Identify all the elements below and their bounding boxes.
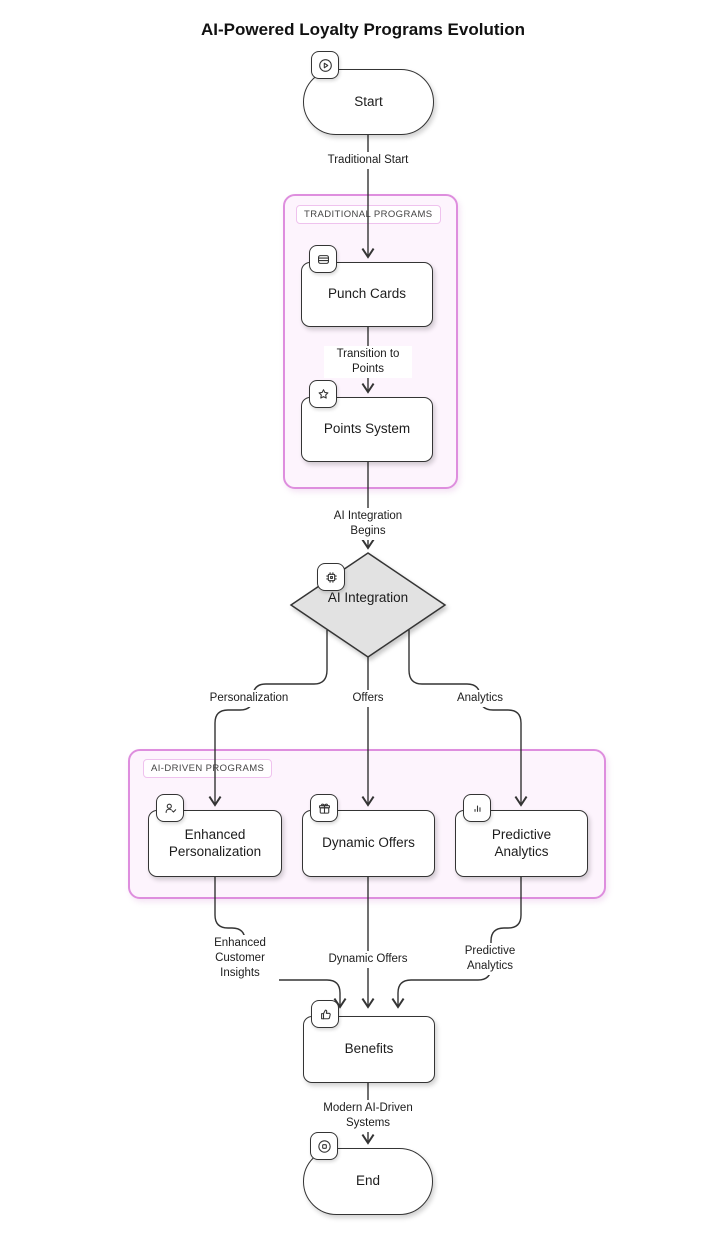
edge-label-modern-ai-driven-systems: Modern AI-Driven Systems <box>318 1100 418 1132</box>
thumbs-up-icon <box>311 1000 339 1028</box>
node-predictive-analytics-label: Predictive Analytics <box>491 826 552 859</box>
edge-label-offers: Offers <box>349 690 387 707</box>
edge-label-dynamic-offers: Dynamic Offers <box>325 951 411 968</box>
container-ai-driven-programs-label: AI-DRIVEN PROGRAMS <box>143 759 273 778</box>
play-circle-icon <box>311 51 339 79</box>
star-icon <box>309 380 337 408</box>
node-benefits[interactable]: Benefits <box>303 1016 435 1083</box>
node-dynamic-offers-label: Dynamic Offers <box>322 835 415 851</box>
node-end-label: End <box>355 1173 381 1189</box>
diagram-title: AI-Powered Loyalty Programs Evolution <box>200 20 525 39</box>
cpu-chip-icon <box>317 563 345 591</box>
bar-chart-icon <box>463 794 491 822</box>
node-punch-cards-label: Punch Cards <box>327 286 407 302</box>
edge-label-ai-integration-begins: AI Integration Begins <box>319 508 417 540</box>
edge-label-personalization: Personalization <box>206 690 292 707</box>
container-traditional-programs-label: TRADITIONAL PROGRAMS <box>296 205 441 224</box>
edge-label-transition-to-points: Transition to Points <box>324 346 412 378</box>
credit-card-icon <box>309 245 337 273</box>
gift-icon <box>310 794 338 822</box>
edge-label-enhanced-customer-insights: Enhanced Customer Insights <box>201 935 279 982</box>
edge-label-predictive-analytics: Predictive Analytics <box>452 943 528 975</box>
node-start[interactable]: Start <box>303 69 434 135</box>
stop-circle-icon <box>310 1132 338 1160</box>
edge-label-traditional-start: Traditional Start <box>324 152 412 169</box>
edge-label-analytics: Analytics <box>453 690 507 707</box>
user-check-icon <box>156 794 184 822</box>
node-benefits-label: Benefits <box>344 1041 394 1057</box>
node-enhanced-personalization-label: Enhanced Personalization <box>168 826 262 859</box>
node-points-system[interactable]: Points System <box>301 397 433 462</box>
node-points-system-label: Points System <box>323 421 411 437</box>
node-start-label: Start <box>354 93 383 109</box>
node-ai-integration-label[interactable]: AI Integration <box>327 590 409 605</box>
